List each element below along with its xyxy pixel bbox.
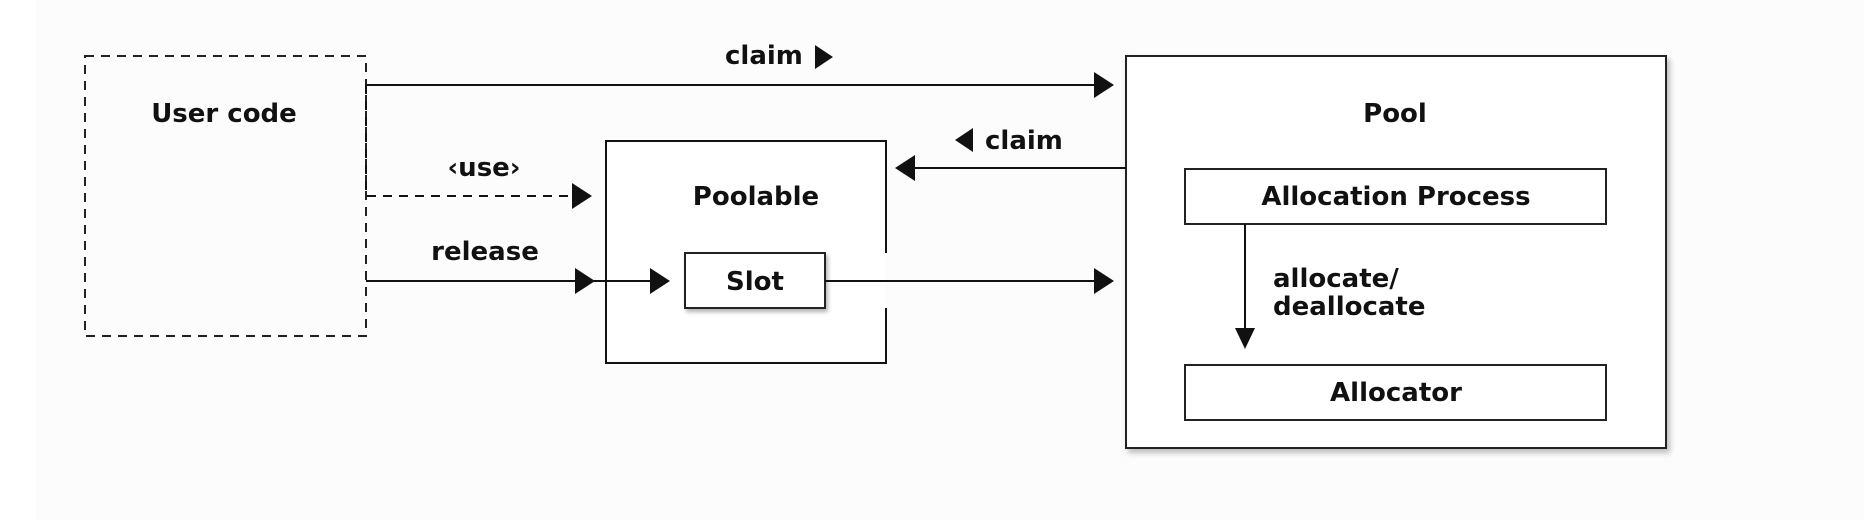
arrowhead-icon — [1094, 72, 1114, 98]
allocation-process-label: Allocation Process — [1261, 182, 1530, 212]
user-code-label: User code — [151, 99, 297, 129]
claim-return-label: claim — [985, 126, 1063, 156]
allocation-process-box[interactable]: Allocation Process — [1184, 168, 1607, 225]
edge-claim-to-poolable: claim — [895, 126, 1126, 181]
slot-label: Slot — [726, 267, 784, 297]
edge-slot-to-pool — [825, 268, 1114, 294]
allocate-label-line1: allocate/ — [1273, 264, 1399, 294]
arrowhead-icon — [1235, 328, 1255, 349]
arrowhead-icon — [650, 268, 670, 294]
arrowhead-icon — [575, 268, 595, 294]
allocator-label: Allocator — [1330, 378, 1462, 408]
direction-triangle-right-icon — [815, 45, 833, 69]
poolable-label: Poolable — [693, 182, 819, 212]
release-label: release — [431, 237, 539, 267]
direction-triangle-left-icon — [955, 128, 973, 152]
arrowhead-icon — [1094, 268, 1114, 294]
allocator-box[interactable]: Allocator — [1184, 364, 1607, 421]
allocate-label-line2: deallocate — [1273, 292, 1426, 322]
edge-release: release — [366, 237, 670, 294]
user-code-box[interactable]: User code — [84, 55, 367, 337]
use-label: ‹use› — [447, 153, 520, 183]
arrowhead-icon — [572, 183, 592, 209]
poolable-border — [605, 140, 887, 364]
claim-top-label: claim — [725, 41, 803, 71]
edge-claim-to-pool: claim — [366, 41, 1114, 98]
poolable-box[interactable]: Poolable — [605, 140, 887, 364]
arrowhead-icon — [895, 155, 915, 181]
edge-allocate: allocate/ deallocate — [1235, 224, 1426, 349]
slot-box[interactable]: Slot — [684, 252, 826, 309]
edge-use: ‹use› — [365, 85, 592, 209]
pool-label: Pool — [1363, 99, 1427, 129]
